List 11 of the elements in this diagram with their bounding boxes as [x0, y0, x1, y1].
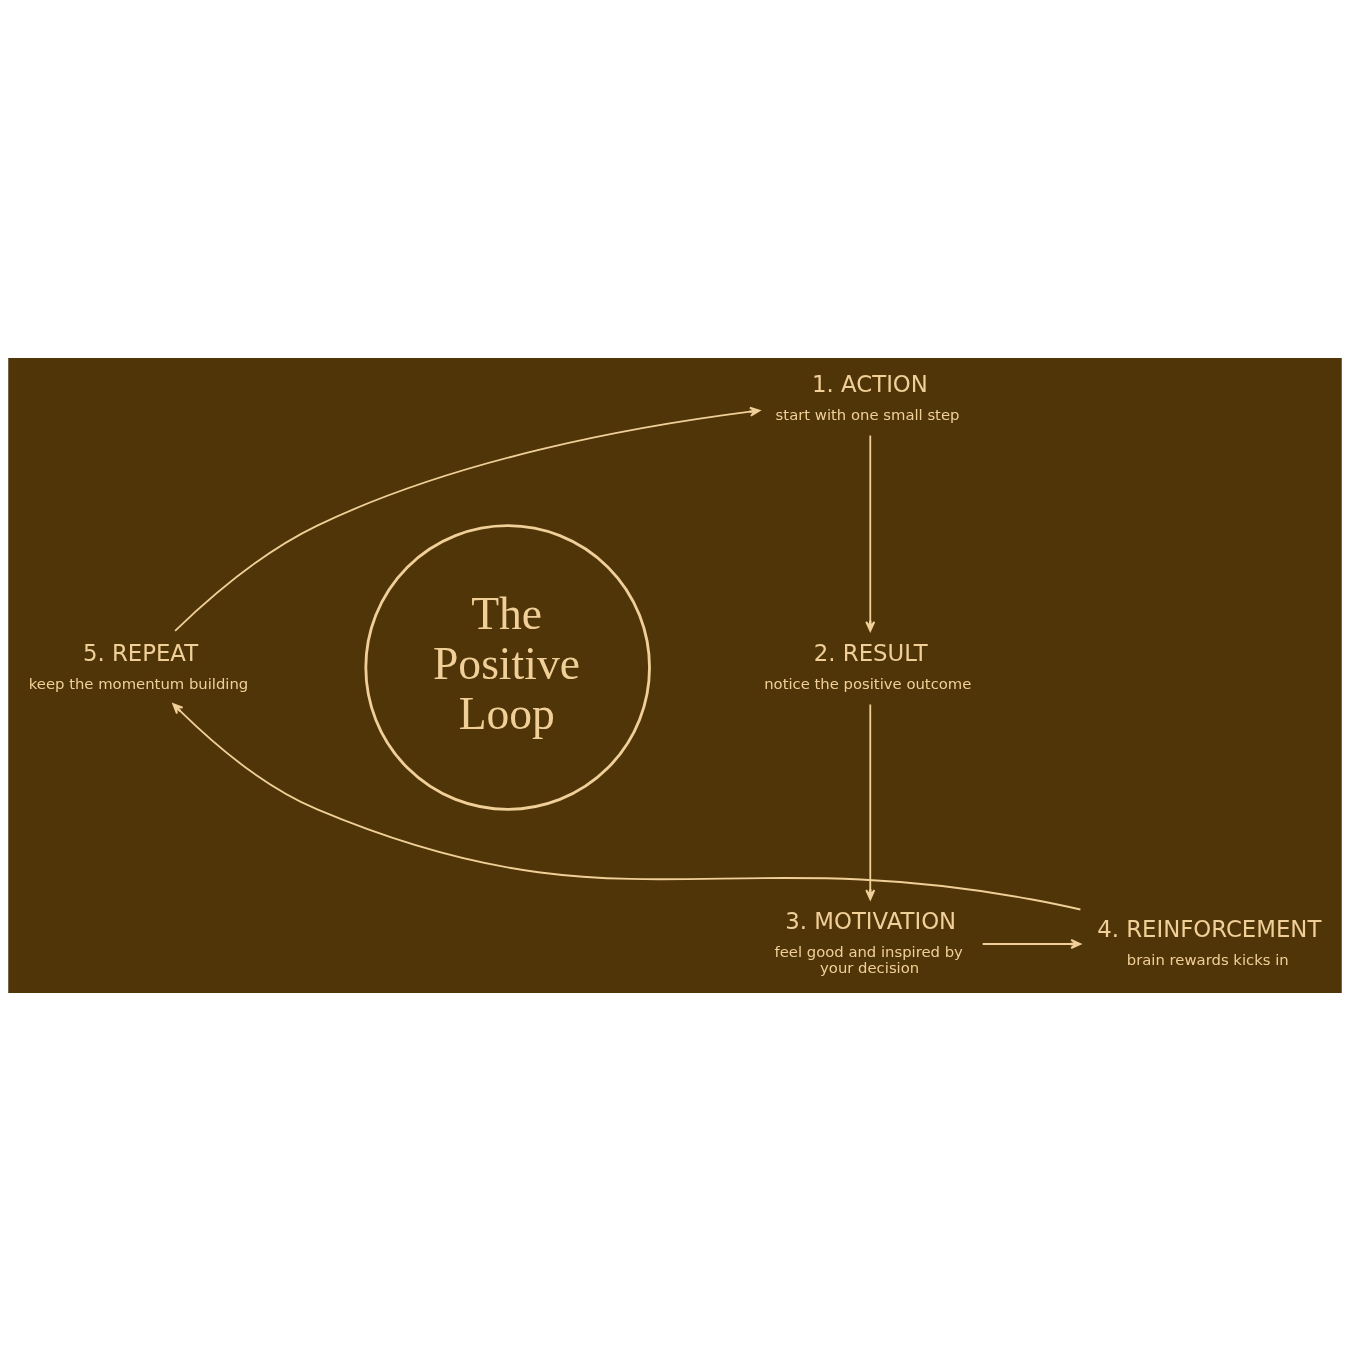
arrow: [865, 434, 876, 632]
node-text: 2. RESULT notice the positive outcome: [764, 639, 972, 691]
node-text: 3. MOTIVATION feel good and inspired by your decision: [774, 907, 963, 976]
node-text: 4. REINFORCEMENT brain rewards kicks in: [1097, 915, 1322, 968]
arrow: [865, 703, 876, 900]
node-circle: The Positive Loop: [364, 523, 651, 811]
arrow: [174, 406, 761, 632]
arrow: [981, 938, 1082, 949]
node-text: 1. ACTION start with one small step: [775, 370, 960, 423]
arrow: [172, 702, 1082, 910]
node-text: 5. REPEAT keep the momentum building: [28, 639, 249, 691]
